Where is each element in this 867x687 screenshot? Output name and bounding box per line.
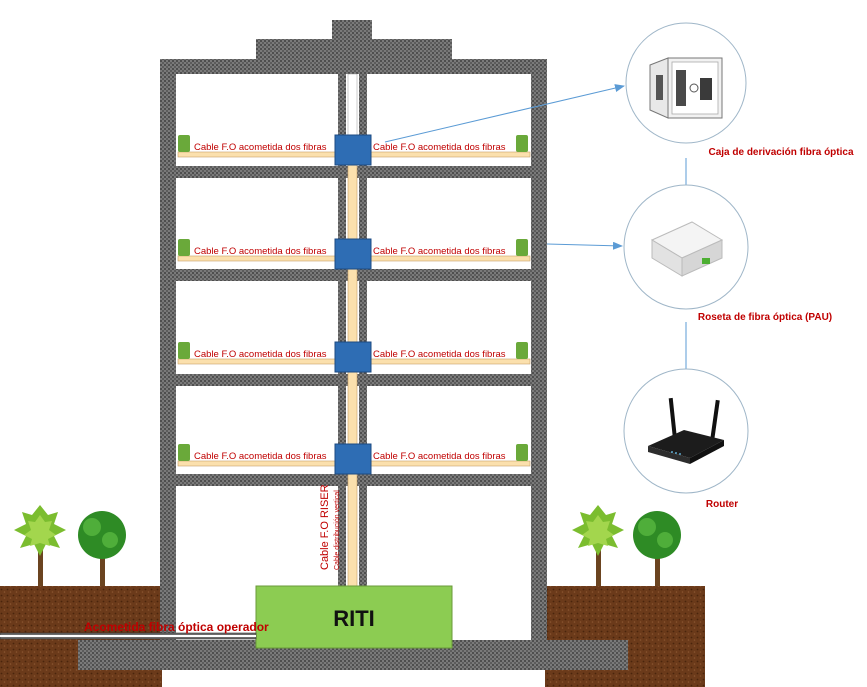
floor-junction-box [334,341,372,373]
distribution-box-device: Caja de derivación fibra óptica [625,22,854,158]
rosette-device: Roseta de fibra óptica (PAU) [623,184,832,323]
floor-cable-label-left: Cable F.O acometida dos fibras [194,451,327,462]
floor-junction-box [334,238,372,270]
router-icon [648,397,724,464]
rosette-icon [650,221,724,277]
fiber-outlet-icon [516,135,528,152]
operator-fiber-core [0,635,256,637]
operator-label: Acometida fibra óptica operador [84,620,269,634]
fiber-outlet-icon [178,239,190,256]
distribution-box-label: Caja de derivación fibra óptica [708,147,853,158]
fiber-outlet-icon [178,342,190,359]
floor-cable-label-left: Cable F.O acometida dos fibras [194,246,327,257]
fiber-outlet-icon [516,239,528,256]
riti-box [255,585,453,649]
fiber-outlet-icon [178,135,190,152]
fiber-outlet-icon [178,444,190,461]
floor-junction-box [334,443,372,475]
rosette-label: Roseta de fibra óptica (PAU) [698,312,832,323]
soil-right [545,586,705,687]
floor-cable-label-right: Cable F.O acometida dos fibras [373,349,506,360]
fiber-outlet-icon [516,342,528,359]
fiber-outlet-icon [516,444,528,461]
router-label: Router [706,499,738,510]
riser-sublabel: Cable distribución vertical [334,490,341,570]
floor-cable-label-right: Cable F.O acometida dos fibras [373,451,506,462]
floor-cable-label-right: Cable F.O acometida dos fibras [373,142,506,153]
distribution-box-icon [649,57,723,119]
tree-icon [572,505,624,586]
tree-icon [14,505,66,586]
floor-cable-label-right: Cable F.O acometida dos fibras [373,246,506,257]
tree-icon [633,511,681,586]
riser-label: Cable F.O RISER [319,484,331,570]
floor-cable-label-left: Cable F.O acometida dos fibras [194,349,327,360]
riti-label: RITI [333,606,375,631]
tree-icon [78,511,126,586]
arrow-to-rosette [546,241,623,250]
router-device: Router [623,368,749,510]
arrow-to-distribution-box [384,84,625,143]
floor-junction-box [334,134,372,166]
floor-cable-label-left: Cable F.O acometida dos fibras [194,142,327,153]
